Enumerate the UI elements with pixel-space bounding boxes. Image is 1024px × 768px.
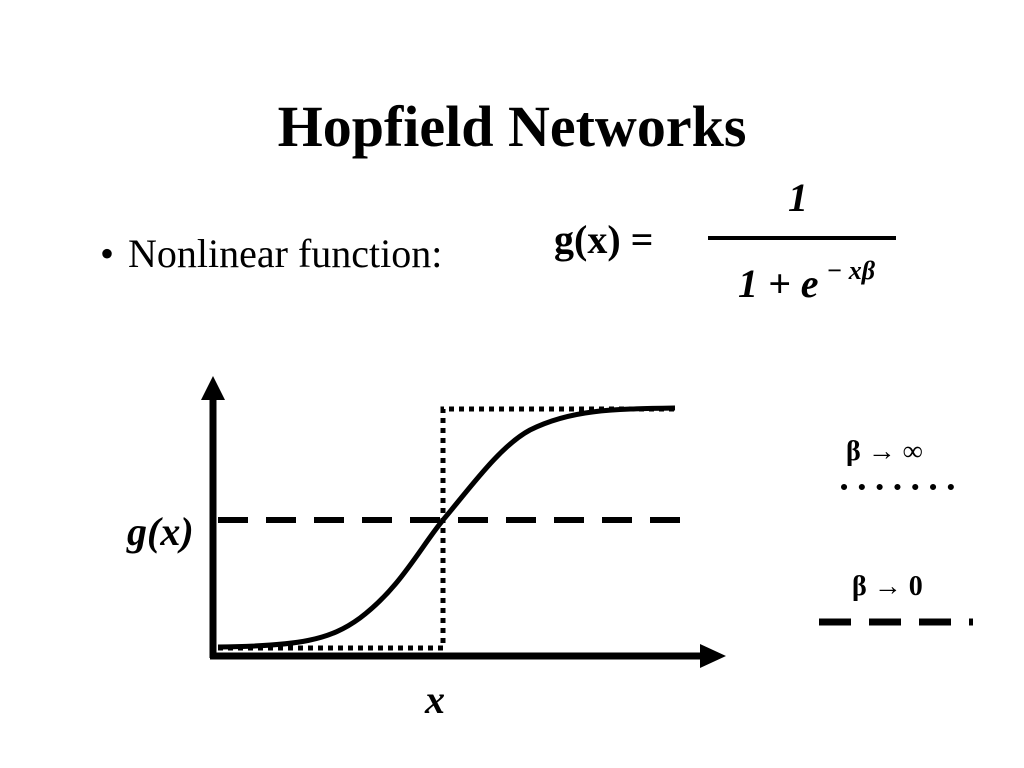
legend-label-beta-zero: β → 0 [852,571,923,602]
formula-numerator: 1 [788,175,808,220]
step-dotted-curve [218,406,675,651]
y-axis-label: g(x) [127,509,194,554]
legend-label-beta-infinity: β → ∞ [846,436,923,467]
x-axis-label: x [425,677,445,722]
formula-denominator: 1 + e− xβ [738,258,875,306]
bullet-text: Nonlinear function: [128,231,443,276]
denominator-base: 1 + e [738,261,819,306]
bullet-marker: • [100,231,115,276]
x-axis-arrowhead [700,644,726,668]
fraction-bar [708,236,896,240]
bullet-item: • Nonlinear function: [100,234,442,274]
formula-lhs: g(x) = [554,217,654,262]
y-axis-arrowhead [201,376,225,400]
sigmoid-curve [217,405,676,650]
denominator-exponent: − xβ [826,256,876,285]
slide-title: Hopfield Networks [277,94,747,159]
